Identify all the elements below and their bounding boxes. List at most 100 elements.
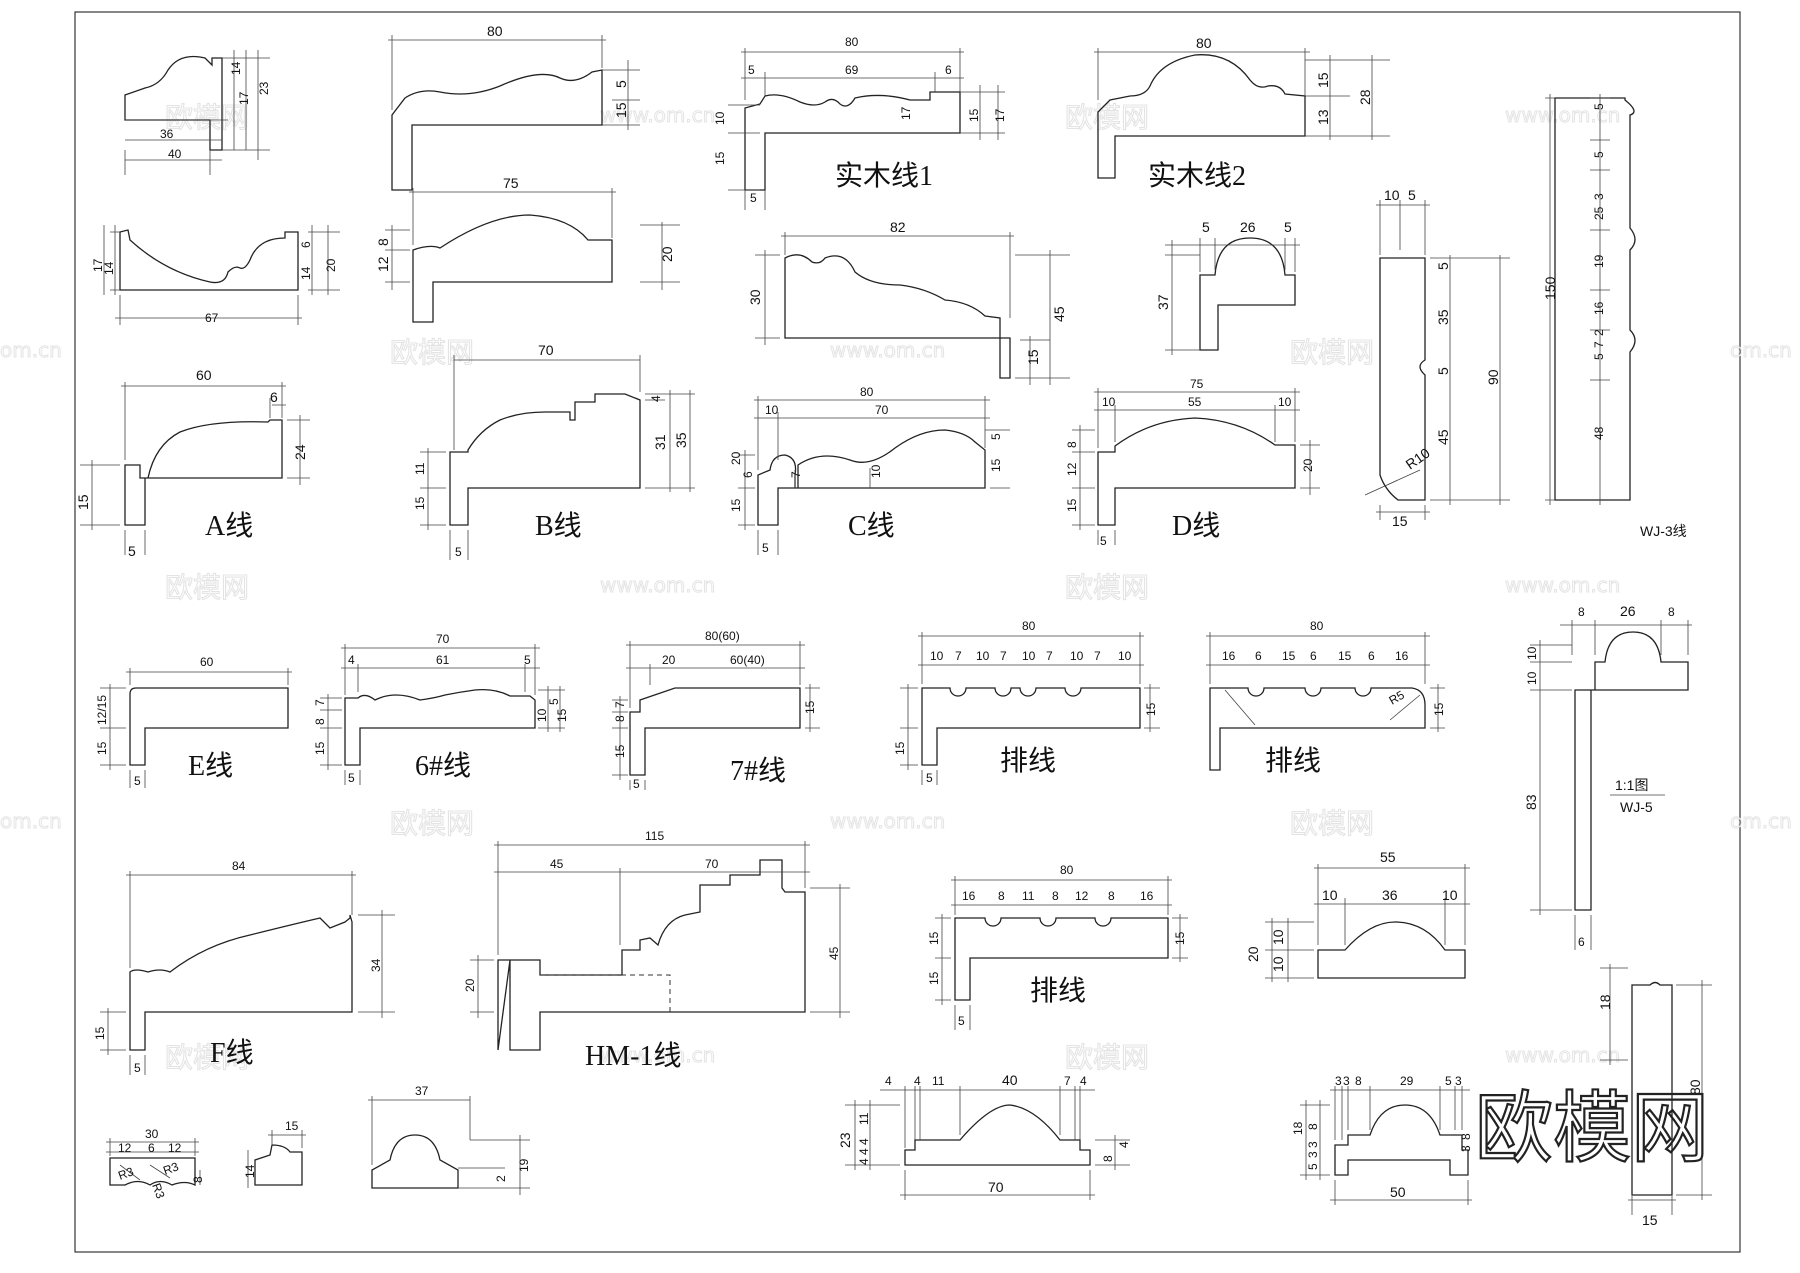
dim-label: 7 <box>1064 1074 1071 1088</box>
profile-p3: 80 5 69 6 10 15 5 17 15 17 实木线1 <box>713 35 1007 210</box>
dimension-lines <box>738 396 1010 555</box>
dim-label: 115 <box>645 829 664 843</box>
dim-label: 18 <box>1597 994 1613 1010</box>
dimension-lines <box>470 841 850 1018</box>
dim-label: 67 <box>205 311 219 325</box>
dim-label: 15 <box>313 741 327 755</box>
dim-label: 28 <box>1357 89 1373 105</box>
dim-label: 15 <box>1392 513 1408 529</box>
dim-label: 23 <box>837 1132 853 1148</box>
profile-outline <box>1554 97 1636 501</box>
profile-p80: 18 80 15 <box>1597 964 1712 1228</box>
dim-label: 2 <box>494 1175 508 1182</box>
profile-title: 6#线 <box>415 750 471 782</box>
dim-label: 150 <box>1542 276 1558 300</box>
dim-label: 80(60) <box>705 629 740 643</box>
profile-title: 排线 <box>1265 745 1321 777</box>
profile-outline <box>1574 631 1689 911</box>
dim-label: 10 <box>1022 649 1036 663</box>
dim-label: 8 <box>1355 1074 1362 1088</box>
dim-label: 60 <box>196 367 212 383</box>
dim-label: 7 <box>1592 341 1606 348</box>
profile-outline <box>1097 417 1296 526</box>
profile-a: 60 6 24 15 5 A线 <box>75 367 310 559</box>
dim-label: 84 <box>232 859 246 873</box>
dimension-lines <box>320 644 565 785</box>
profile-wj5: 8 26 8 10 10 83 6 1:1图 WJ-5 <box>1523 603 1692 950</box>
dim-label: 80 <box>1196 35 1212 51</box>
dim-label: 5 <box>1408 187 1416 203</box>
dim-label: 7 <box>613 701 627 708</box>
dim-label: 80 <box>1687 1079 1703 1095</box>
dim-label: 29 <box>1400 1074 1414 1088</box>
dim-label: 15 <box>927 971 941 985</box>
dim-label: 90 <box>1485 369 1501 385</box>
dim-label: 15 <box>1144 702 1158 716</box>
watermark-url: om.cn <box>1730 809 1792 833</box>
dimension-lines <box>420 355 695 560</box>
dim-label: 5 <box>1592 151 1606 158</box>
profile-outline <box>954 917 1169 1001</box>
dim-label: 14 <box>102 261 116 275</box>
dim-label: 10 <box>1525 671 1539 685</box>
dim-label: 2 <box>1592 329 1606 336</box>
dim-label: 4 <box>348 653 355 667</box>
dim-label: 15 <box>1432 702 1446 716</box>
profile-small3: 37 2 19 <box>368 1084 531 1195</box>
watermark-logo: 欧模网 <box>1475 1084 1709 1174</box>
dim-label: R10 <box>1403 444 1433 472</box>
dim-label: 8 <box>613 715 627 722</box>
dim-label: 5 <box>613 80 629 88</box>
profile-hm1: 115 45 70 20 45 HM-1线 <box>463 829 850 1072</box>
dim-label: 75 <box>1190 377 1204 391</box>
dim-label: 6 <box>1578 935 1585 949</box>
watermark-logo-text: 欧模网 <box>165 1041 249 1074</box>
dim-label: 20 <box>729 451 743 465</box>
profile-p1: 36 40 17 23 14 <box>124 50 271 175</box>
dim-label: 15 <box>93 1026 107 1040</box>
profile-p6: 75 12 8 20 <box>375 175 680 323</box>
dim-label: 55 <box>1188 395 1202 409</box>
profile-outline <box>391 69 603 191</box>
dim-label: 15 <box>713 151 727 165</box>
dim-label: 37 <box>415 1084 429 1098</box>
dimension-lines <box>1545 94 1610 505</box>
dimension-lines <box>103 225 340 325</box>
dim-label: 15 <box>893 741 907 755</box>
dim-label: 45 <box>550 857 564 871</box>
dim-label: 6 <box>299 241 313 248</box>
watermark-logo-text: 欧模网 <box>165 571 249 604</box>
dimension-lines <box>100 871 395 1075</box>
dim-label: 15 <box>989 458 1003 472</box>
dim-label: 70 <box>436 632 450 646</box>
dim-label: 16 <box>1592 301 1606 315</box>
dim-label: 69 <box>845 63 859 77</box>
profile-outline <box>119 229 299 291</box>
profile-c: 80 10 70 5 20 6 15 7 10 15 5 C线 <box>729 385 1010 555</box>
dim-label: 10 <box>976 649 990 663</box>
profile-outline <box>921 687 1141 766</box>
dim-label: 15 <box>95 741 109 755</box>
dim-label: 20 <box>463 978 477 992</box>
dim-label: 17 <box>899 106 913 120</box>
dim-label: 8 <box>1578 605 1585 619</box>
watermark-url: www.om.cn <box>600 103 715 127</box>
profile-outline <box>1631 981 1673 1196</box>
profile-outline <box>497 859 806 1051</box>
watermark-logo-text: 欧模网 <box>1065 101 1149 134</box>
profile-pai2: 80 16 6 15 6 15 6 16 R5 15 排线 <box>1206 619 1446 777</box>
dim-label: 7 <box>789 471 803 478</box>
dim-label: 17 <box>237 91 251 105</box>
watermark-url: om.cn <box>1730 338 1792 362</box>
dim-label: 8 <box>1668 605 1675 619</box>
dim-label: 6 <box>741 471 755 478</box>
profile-title: 7#线 <box>730 755 786 787</box>
dim-label: 6 <box>270 389 278 405</box>
dim-label: 35 <box>1435 309 1451 325</box>
dim-label: 15 <box>75 494 91 510</box>
profile-b: 70 4 31 35 11 15 5 B线 <box>413 342 695 560</box>
dim-label: 15 <box>1282 649 1296 663</box>
watermark-logo-text: 欧模网 <box>165 101 249 134</box>
dim-label: 6 <box>1255 649 1262 663</box>
dim-label: 55 <box>1380 849 1396 865</box>
